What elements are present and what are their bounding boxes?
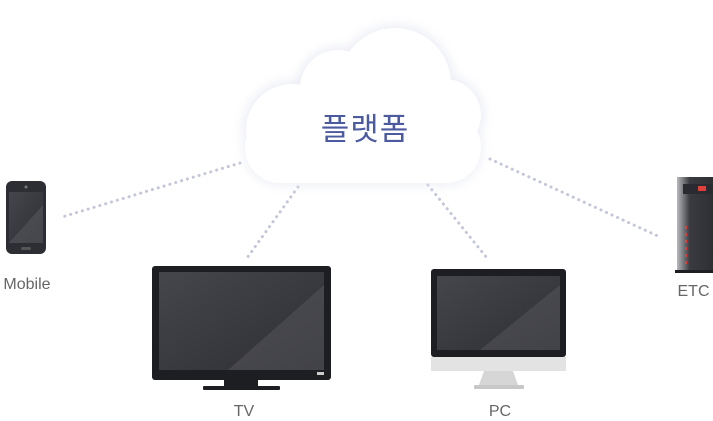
kiosk-icon (675, 177, 713, 273)
connector-tv (245, 185, 300, 260)
cloud-label: 플랫폼 (320, 112, 410, 148)
desktop-monitor-icon (431, 269, 566, 389)
connectors (60, 157, 662, 260)
cloud-shape (244, 26, 483, 184)
smartphone-icon (6, 181, 46, 254)
tv-icon (152, 266, 331, 390)
connector-mobile (60, 161, 242, 219)
tv-label: TV (233, 403, 255, 420)
mobile-label: Mobile (3, 276, 51, 293)
connector-etc (488, 157, 662, 239)
pc-label: PC (488, 403, 512, 420)
etc-label: ETC (677, 283, 710, 300)
connector-pc (426, 183, 489, 260)
